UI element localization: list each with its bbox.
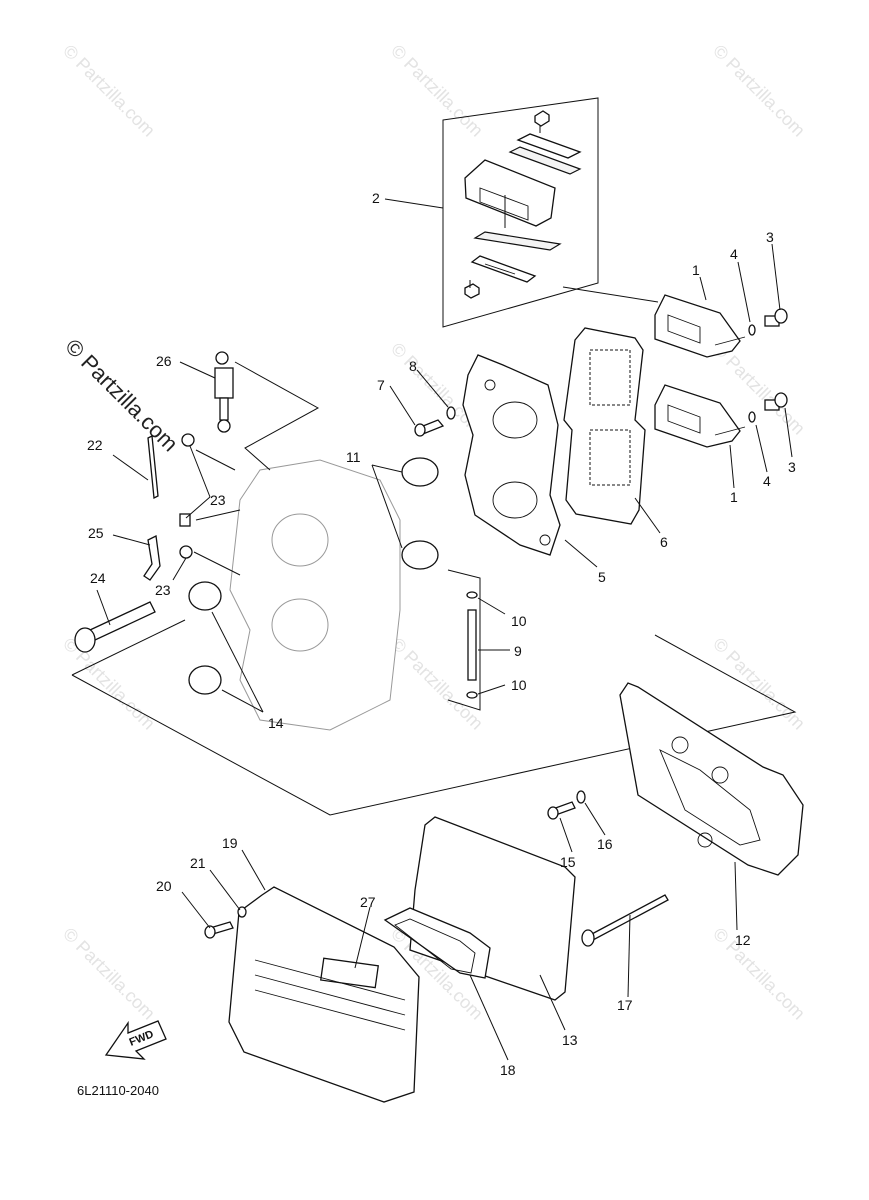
bolt-3-lower: [764, 392, 788, 411]
label-27: [320, 957, 380, 989]
callout-26: 26: [156, 353, 172, 369]
reed-valve-assembly-lower: [654, 384, 746, 448]
callout-6: 6: [660, 534, 668, 550]
callout-13: 13: [562, 1032, 578, 1048]
callout-7: 7: [377, 377, 385, 393]
callout-12: 12: [735, 932, 751, 948]
leader-lines: [96, 243, 793, 1061]
clip-10-upper: [466, 591, 478, 599]
callout-3: 3: [766, 229, 774, 245]
clip-10-lower: [466, 691, 478, 699]
o-ring-14-upper: [188, 581, 222, 611]
baffle-18: [383, 907, 491, 979]
callout-20: 20: [156, 878, 172, 894]
o-ring-11-lower: [401, 540, 439, 570]
callout-1: 1: [730, 489, 738, 505]
clamp-23-lower: [179, 545, 193, 559]
callout-23: 23: [210, 492, 226, 508]
callout-23: 23: [155, 582, 171, 598]
watermark: © Partzilla.com: [59, 41, 159, 141]
gasket-6: [563, 327, 646, 525]
plug-24: [74, 601, 156, 653]
callout-25: 25: [88, 525, 104, 541]
callout-1: 1: [692, 262, 700, 278]
clamp-23-mid: [179, 513, 191, 527]
washer-4-upper: [748, 324, 756, 336]
o-ring-11-upper: [401, 457, 439, 487]
callout-21: 21: [190, 855, 206, 871]
callout-4: 4: [763, 473, 771, 489]
callout-22: 22: [87, 437, 103, 453]
callout-14: 14: [268, 715, 284, 731]
hose-25: [143, 535, 161, 581]
callout-4: 4: [730, 246, 738, 262]
intake-cover-5: [462, 354, 561, 556]
pin-9: [467, 609, 477, 681]
watermark: © Partzilla.com: [59, 924, 159, 1024]
callout-2: 2: [372, 190, 380, 206]
callout-17: 17: [617, 997, 633, 1013]
washer-16: [576, 790, 586, 804]
watermark: © Partzilla.com: [59, 634, 159, 734]
watermark: © Partzilla.com: [709, 634, 809, 734]
bolt-3-upper: [764, 308, 788, 327]
callout-19: 19: [222, 835, 238, 851]
callout-15: 15: [560, 854, 576, 870]
cylinder-block-outline: [229, 459, 401, 731]
callout-8: 8: [409, 358, 417, 374]
reed-valve-kit-inset: [384, 97, 659, 328]
callout-5: 5: [598, 569, 606, 585]
bolt-7: [414, 419, 445, 437]
clamp-23-upper: [181, 433, 195, 447]
callout-11: 11: [346, 449, 361, 465]
fwd-arrow: FWD: [104, 1020, 167, 1060]
washer-8: [446, 406, 456, 420]
exhaust-inner-cover-12: [619, 682, 804, 876]
bolt-20: [204, 921, 234, 939]
callout-9: 9: [514, 643, 522, 659]
callout-3: 3: [788, 459, 796, 475]
callout-labels: 1 1 2 3 3 4 4 5 6 7 8 9 10 10 11 12 13 1…: [87, 190, 796, 1078]
callout-16: 16: [597, 836, 613, 852]
bolt-17: [581, 894, 669, 947]
diagram-code: 6L21110-2040: [77, 1083, 159, 1098]
callout-10: 10: [511, 677, 527, 693]
part-26: [214, 351, 234, 433]
callout-24: 24: [90, 570, 106, 586]
bolt-15: [547, 801, 576, 820]
reed-valve-assembly-upper: [654, 294, 746, 358]
exhaust-outer-cover-19: [228, 886, 420, 1103]
washer-4-lower: [748, 411, 756, 423]
watermark: © Partzilla.com: [709, 41, 809, 141]
o-ring-14-lower: [188, 665, 222, 695]
callout-10: 10: [511, 613, 527, 629]
hose-22: [147, 434, 159, 500]
watermark: © Partzilla.com: [709, 924, 809, 1024]
watermark: © Partzilla.com: [387, 41, 487, 141]
callout-18: 18: [500, 1062, 516, 1078]
callout-27: 27: [360, 894, 376, 910]
